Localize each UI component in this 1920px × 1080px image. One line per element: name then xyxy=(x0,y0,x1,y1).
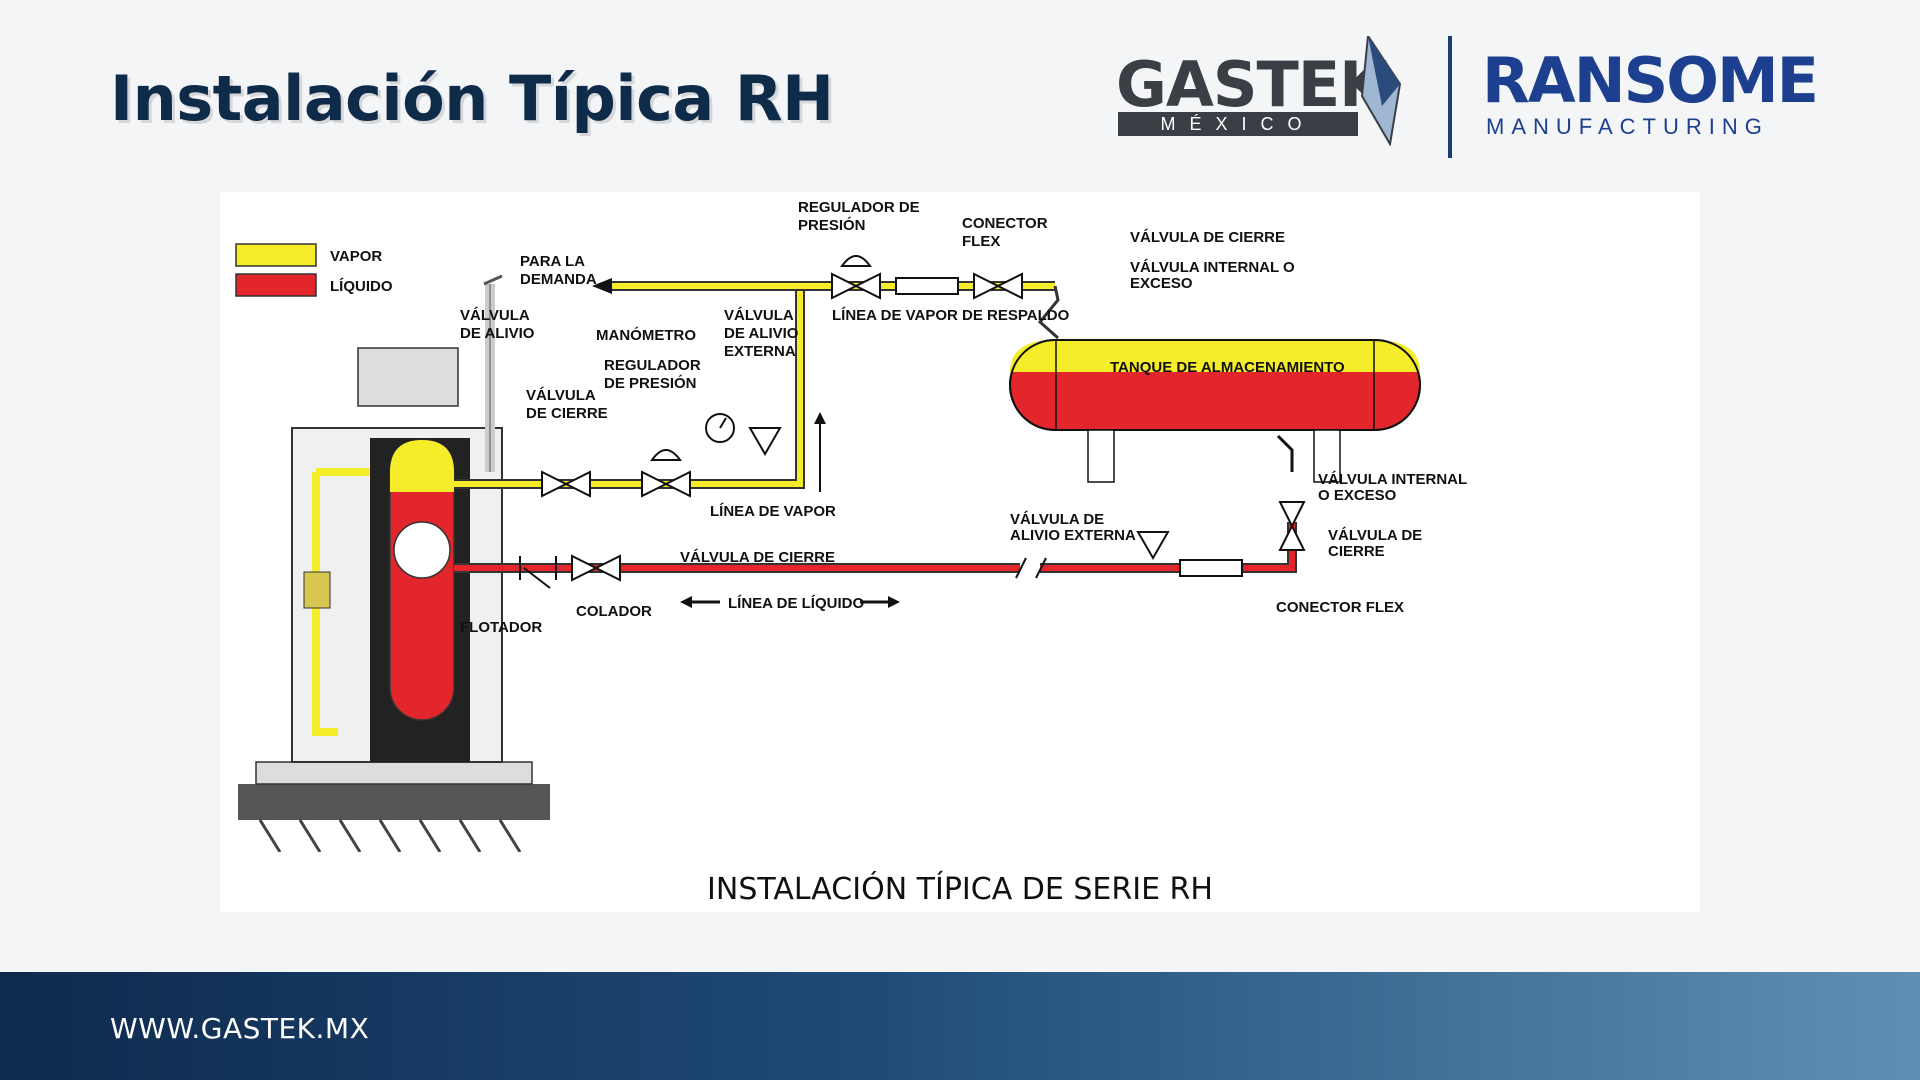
ransome-logo-sub: MANUFACTURING xyxy=(1486,114,1769,139)
valve-cierre-liq-icon xyxy=(571,554,621,582)
valve-cierre-vapor-icon xyxy=(541,470,591,498)
valve-cierre-tank-icon xyxy=(973,272,1023,300)
label-valvula-internal-bottom-2: O EXCESO xyxy=(1318,487,1397,504)
label-valvula-cierre-liq: VÁLVULA DE CIERRE xyxy=(680,549,835,566)
label-conector-flex-top-1: CONECTOR xyxy=(962,215,1048,232)
legend-vapor-swatch xyxy=(235,243,317,267)
label-flotador: FLOTADOR xyxy=(460,619,542,636)
label-valvula-cierre-right-2: CIERRE xyxy=(1328,543,1385,560)
legend-liquid-label: LÍQUIDO xyxy=(330,278,393,295)
label-valvula-alivio-externa-liq-1: VÁLVULA DE xyxy=(1010,511,1104,528)
regulador-top-icon xyxy=(831,255,881,300)
logo-separator xyxy=(1448,36,1452,158)
label-valvula-alivio-1: VÁLVULA xyxy=(460,307,530,324)
ransome-logo-name: RANSOME xyxy=(1482,44,1819,117)
label-valvula-cierre-vapor-1: VÁLVULA xyxy=(526,387,596,404)
ground xyxy=(238,761,550,853)
regulador-mid-icon xyxy=(641,449,691,498)
gastek-crystal-icon xyxy=(1360,36,1402,146)
label-linea-vapor-respaldo: LÍNEA DE VAPOR DE RESPALDO xyxy=(832,307,1070,324)
label-conector-flex-bottom: CONECTOR FLEX xyxy=(1276,599,1404,616)
manometro-icon xyxy=(705,413,735,443)
label-regulador-mid-1: REGULADOR xyxy=(604,357,701,374)
diagram-svg: VAPOR LÍQUIDO xyxy=(235,199,1467,853)
valvula-alivio-externa-icon xyxy=(748,427,782,457)
label-linea-liquido: LÍNEA DE LÍQUIDO xyxy=(728,595,864,612)
label-valvula-internal-top-2: EXCESO xyxy=(1130,275,1193,292)
label-valvula-cierre-vapor-2: DE CIERRE xyxy=(526,405,608,422)
label-valvula-alivio-externa-2: DE ALIVIO xyxy=(724,325,799,342)
vaporizer-unit xyxy=(291,274,503,763)
colador-icon xyxy=(519,556,557,589)
footer-url-link[interactable]: WWW.GASTEK.MX xyxy=(110,1012,370,1045)
label-valvula-alivio-2: DE ALIVIO xyxy=(460,325,535,342)
label-valvula-cierre-tank: VÁLVULA DE CIERRE xyxy=(1130,229,1285,246)
installation-diagram: VAPOR LÍQUIDO xyxy=(220,192,1700,912)
legend-liquid-swatch xyxy=(235,273,317,297)
gastek-logo-name: GASTEK xyxy=(1116,48,1387,121)
label-tanque: TANQUE DE ALMACENAMIENTO xyxy=(1110,359,1345,376)
label-regulador-mid-2: DE PRESIÓN xyxy=(604,374,697,392)
diagram-caption: INSTALACIÓN TÍPICA DE SERIE RH xyxy=(707,872,1213,907)
label-valvula-alivio-externa-liq-2: ALIVIO EXTERNA xyxy=(1010,527,1136,544)
label-para-demanda-2: DEMANDA xyxy=(520,271,597,288)
label-valvula-alivio-externa-1: VÁLVULA xyxy=(724,307,794,324)
footer-bar: WWW.GASTEK.MX xyxy=(0,972,1920,1080)
label-valvula-internal-bottom-1: VÁLVULA INTERNAL xyxy=(1318,471,1467,488)
label-linea-vapor: LÍNEA DE VAPOR xyxy=(710,503,836,520)
label-valvula-internal-top-1: VÁLVULA INTERNAL O xyxy=(1130,259,1295,276)
valvula-alivio-externa-liq-icon xyxy=(1136,531,1170,561)
conector-flex-top-icon xyxy=(895,277,959,295)
label-colador: COLADOR xyxy=(576,603,652,620)
logos: GASTEK MÉXICO RANSOME MANUFACTURING xyxy=(1110,30,1850,160)
arrow-up-vapor-head xyxy=(814,412,826,424)
label-para-demanda-1: PARA LA xyxy=(520,253,585,270)
label-regulador-top-1: REGULADOR DE xyxy=(798,199,920,216)
label-regulador-top-2: PRESIÓN xyxy=(798,216,866,234)
label-valvula-cierre-right-1: VÁLVULA DE xyxy=(1328,527,1422,544)
legend-vapor-label: VAPOR xyxy=(330,248,382,265)
gastek-logo-sub: MÉXICO xyxy=(1118,112,1358,136)
valve-cierre-right-icon xyxy=(1278,501,1306,551)
label-valvula-alivio-externa-3: EXTERNA xyxy=(724,343,796,360)
label-manometro: MANÓMETRO xyxy=(596,326,696,344)
label-conector-flex-top-2: FLEX xyxy=(962,233,1000,250)
storage-tank xyxy=(1009,339,1421,483)
page-title: Instalación Típica RH xyxy=(110,62,834,135)
conector-flex-bottom-icon xyxy=(1179,559,1243,577)
